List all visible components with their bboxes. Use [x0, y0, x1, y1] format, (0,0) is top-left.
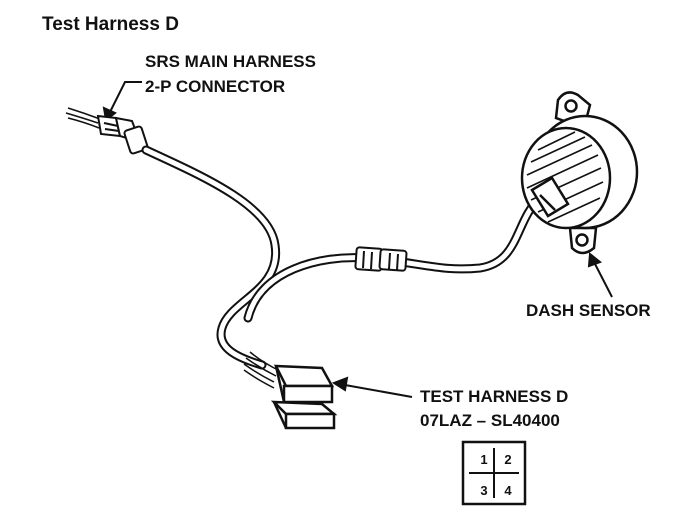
harness-cable-main — [141, 145, 281, 370]
arrow-test-harness — [331, 376, 413, 398]
arrow-main-harness — [102, 81, 142, 122]
dash-sensor — [520, 91, 639, 255]
pin-1: 1 — [480, 452, 487, 467]
arrow-dash-sensor — [587, 252, 613, 298]
input-wires — [65, 107, 101, 129]
label-test-harness-line1: TEST HARNESS D — [420, 387, 568, 406]
srs-main-harness-connector — [96, 114, 149, 155]
label-dash-sensor: DASH SENSOR — [526, 301, 651, 320]
inline-connector — [354, 246, 408, 272]
pin-4: 4 — [504, 483, 512, 498]
pin-grid: 1 2 3 4 — [461, 440, 527, 506]
diagram-title: Test Harness D — [42, 14, 179, 35]
label-test-harness-line2: 07LAZ – SL40400 — [420, 411, 560, 430]
label-main-harness-line1: SRS MAIN HARNESS — [145, 52, 316, 71]
label-main-harness-line2: 2-P CONNECTOR — [145, 77, 285, 96]
pin-3: 3 — [480, 483, 487, 498]
test-harness-d-connector — [243, 351, 338, 430]
pin-2: 2 — [504, 452, 511, 467]
harness-cable-sensor — [243, 193, 545, 323]
